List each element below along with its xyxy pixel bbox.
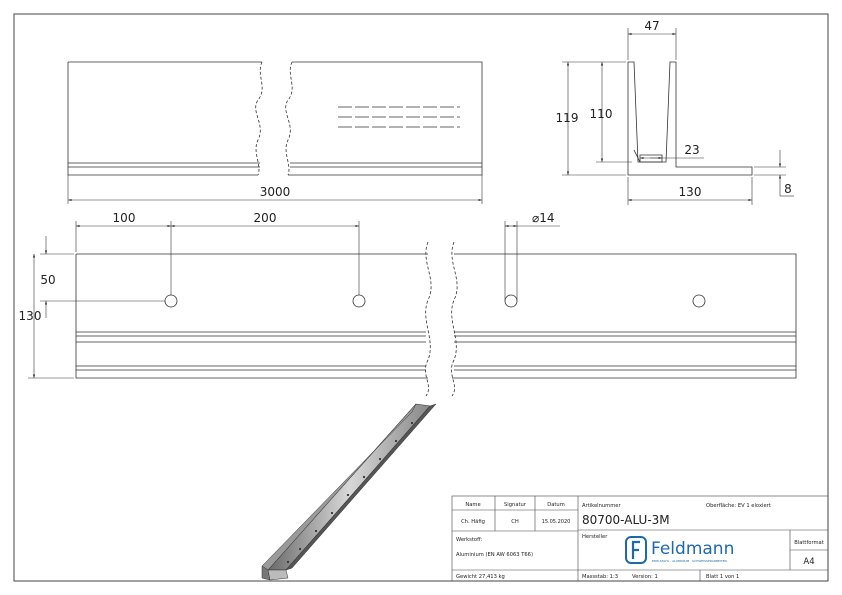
isometric-view	[261, 403, 437, 581]
tb-manufacturer-label: Hersteller	[582, 534, 608, 540]
mounting-hole	[164, 294, 178, 308]
mounting-hole	[504, 294, 518, 308]
tb-material: Aluminium (EN AW 6063 T66)	[456, 552, 533, 558]
mounting-hole	[692, 294, 706, 308]
mounting-hole	[352, 294, 366, 308]
dim-profile-height-inner: 110	[590, 107, 613, 121]
tb-sheet: Blatt 1 von 1	[706, 574, 739, 580]
title-block	[451, 495, 829, 582]
dim-profile-height-total: 119	[556, 111, 579, 125]
feldmann-brand: Feldmann	[651, 539, 734, 559]
tb-col-name: Name	[465, 502, 480, 508]
dim-profile-base-thickness: 8	[784, 182, 792, 196]
tb-sheet-format: A4	[803, 557, 814, 567]
tb-drawn-by: Ch. Häfig	[461, 519, 485, 525]
feldmann-logo-f-icon	[631, 540, 640, 559]
front-view-dimensions	[28, 221, 560, 379]
tb-article-number: 80700-ALU-3M	[582, 513, 670, 527]
tb-material-label: Werkstoff:	[456, 537, 483, 543]
dim-hole-diameter: ⌀14	[532, 211, 555, 225]
profile-view	[627, 61, 753, 176]
dim-hole-first: 100	[113, 211, 136, 225]
tb-version: Version: 1	[632, 574, 658, 580]
dim-hole-height: 50	[40, 273, 55, 287]
dim-length: 3000	[260, 185, 291, 199]
tb-sheet-format-label: Blattformat	[794, 540, 824, 546]
tb-weight: Gewicht 27,413 kg	[456, 574, 505, 580]
profile-dimensions	[562, 28, 794, 205]
front-view	[75, 241, 797, 397]
sheet-border	[13, 13, 829, 582]
tb-col-signature: Signatur	[504, 502, 527, 508]
tb-col-date: Datum	[547, 502, 565, 508]
dim-profile-width: 47	[644, 19, 659, 33]
tb-article-label: Artikelnummer	[582, 503, 621, 509]
dim-plate-height: 130	[19, 309, 42, 323]
top-view-length-dimension	[67, 175, 483, 204]
dim-hole-spacing: 200	[254, 211, 277, 225]
tb-checked-by: CH	[511, 519, 519, 525]
tb-scale: Massstab: 1:3	[582, 574, 618, 580]
dim-profile-base-width: 130	[679, 185, 702, 199]
tb-date: 15.05.2020	[542, 519, 571, 525]
feldmann-logo: Feldmann EDELSTAHL · ALUMINIUM · SCHWEIS…	[625, 536, 734, 564]
feldmann-logo-icon	[625, 536, 647, 564]
feldmann-tagline: EDELSTAHL · ALUMINIUM · SCHWEISSERARBEIT…	[652, 559, 727, 563]
top-view	[67, 61, 483, 176]
dim-profile-slot: 23	[684, 143, 699, 157]
tb-surface: Oberfläche: EV 1 eloxiert	[706, 503, 771, 509]
